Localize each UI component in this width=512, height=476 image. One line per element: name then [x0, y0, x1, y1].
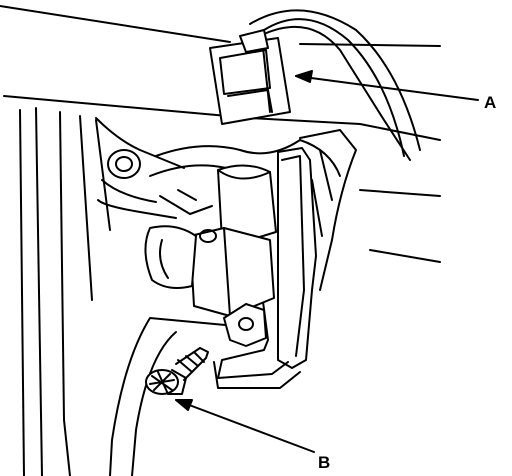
screw-tab: [223, 303, 267, 347]
torx-screw: [145, 347, 209, 395]
sensor-body: [144, 164, 277, 317]
callout-b-label: B: [318, 453, 330, 472]
callout-a-label: A: [484, 93, 496, 112]
callout-a-leader: [295, 75, 479, 101]
callout-b-leader: [175, 399, 315, 453]
upper-connector: [209, 29, 291, 125]
callout-a-arrowhead: [295, 70, 313, 83]
panel-mount-hole: [107, 149, 141, 179]
sensor-bracket: [213, 147, 317, 389]
callout-b-arrowhead: [175, 399, 193, 411]
